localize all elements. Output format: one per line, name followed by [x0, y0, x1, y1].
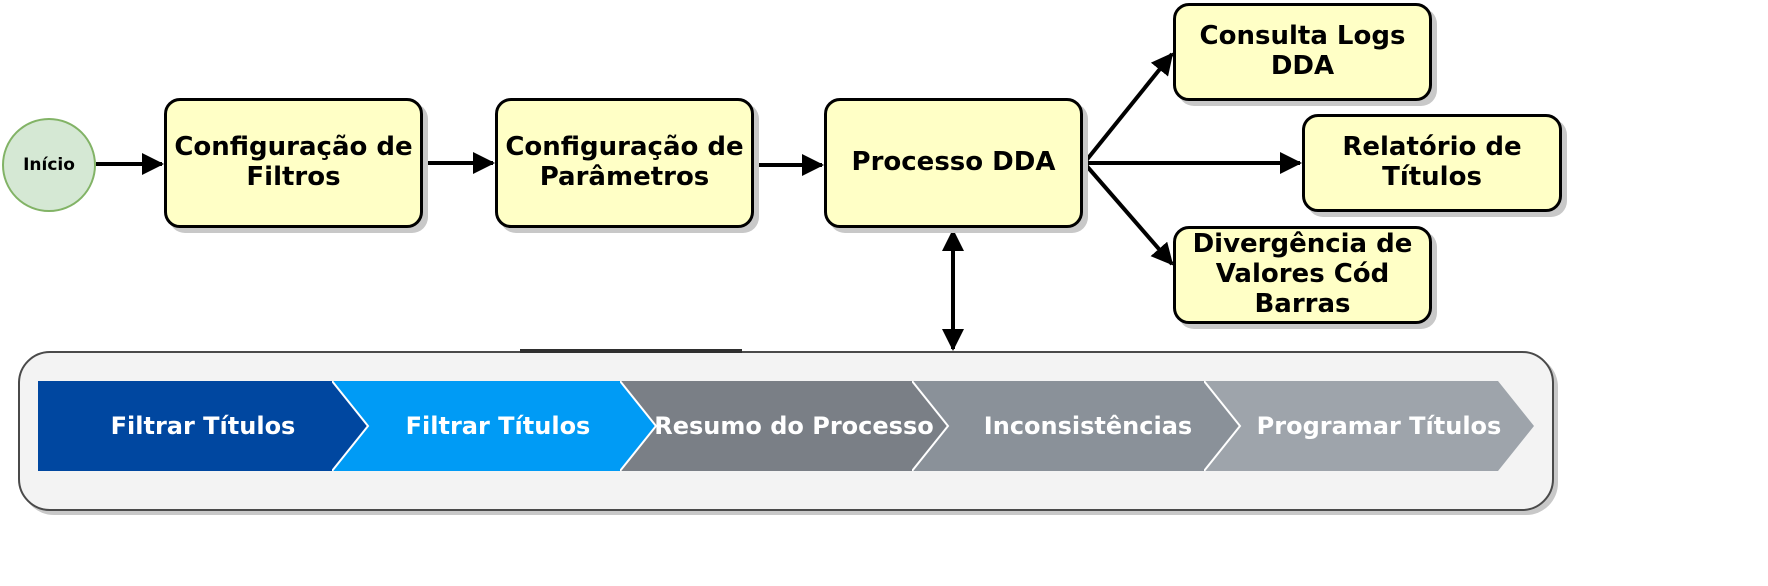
step-resumo-do-processo[interactable]: Resumo do Processo — [620, 381, 948, 471]
node-divergencia-valores-line1: Divergência de — [1192, 229, 1413, 260]
step-chevron-shape — [1204, 381, 1534, 471]
step-filtrar-titulos-1[interactable]: Filtrar Títulos — [38, 381, 368, 471]
node-divergencia-valores[interactable]: Divergência de Valores Cód Barras — [1173, 226, 1432, 324]
node-relatorio-titulos[interactable]: Relatório de Títulos — [1302, 114, 1562, 212]
process-steps-panel-tab — [520, 349, 742, 353]
node-consulta-logs-dda-label: Consulta Logs DDA — [1199, 21, 1406, 81]
node-processo-dda-label: Processo DDA — [851, 147, 1056, 178]
node-relatorio-titulos-label: Relatório de Títulos — [1342, 132, 1522, 192]
step-chevron-shape — [332, 381, 656, 471]
step-filtrar-titulos-2[interactable]: Filtrar Títulos — [332, 381, 656, 471]
node-consulta-logs-dda[interactable]: Consulta Logs DDA — [1173, 3, 1432, 101]
step-chevron-shape — [912, 381, 1240, 471]
node-configuracao-filtros-line1: Configuração de — [174, 132, 413, 163]
node-configuracao-filtros[interactable]: Configuração de Filtros — [164, 98, 423, 228]
step-inconsistencias[interactable]: Inconsistências — [912, 381, 1240, 471]
node-divergencia-valores-line2: Valores Cód Barras — [1215, 259, 1390, 319]
start-node-inicio[interactable]: Início — [2, 118, 96, 212]
step-label: Filtrar Títulos — [110, 412, 296, 440]
node-configuracao-filtros-line2: Filtros — [246, 162, 341, 192]
arrow-processo-to-consulta-logs — [1083, 52, 1174, 164]
node-configuracao-parametros-line1: Configuração de — [505, 132, 744, 163]
arrow-processo-to-divergencia — [1083, 162, 1174, 266]
step-label: Programar Títulos — [1256, 412, 1502, 440]
start-node-label: Início — [23, 155, 75, 175]
step-chevron-shape — [620, 381, 948, 471]
node-processo-dda[interactable]: Processo DDA — [824, 98, 1083, 228]
node-configuracao-parametros-line2: Parâmetros — [539, 162, 710, 192]
step-programar-titulos[interactable]: Programar Títulos — [1204, 381, 1534, 471]
step-label: Resumo do Processo — [654, 412, 934, 440]
step-label: Inconsistências — [983, 412, 1193, 440]
node-configuracao-parametros[interactable]: Configuração de Parâmetros — [495, 98, 754, 228]
step-chevron-shape — [38, 381, 368, 471]
step-label: Filtrar Títulos — [405, 412, 591, 440]
